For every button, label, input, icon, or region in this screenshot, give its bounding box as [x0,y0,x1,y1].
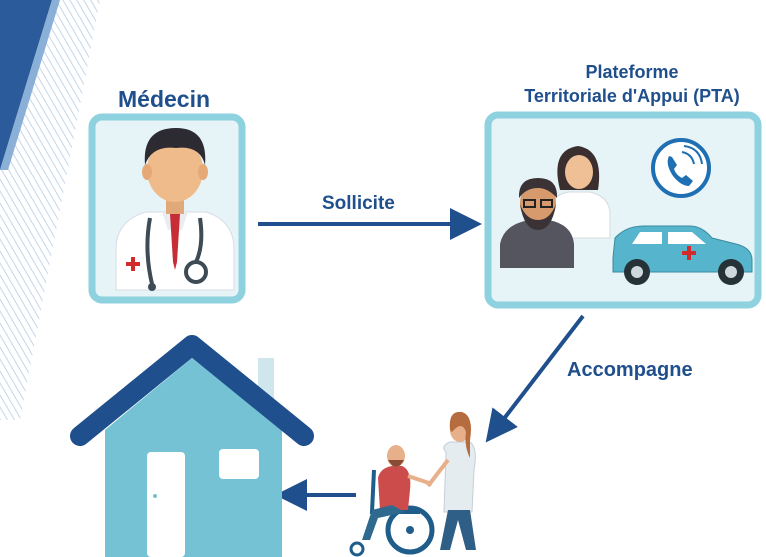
sollicite-label: Sollicite [322,193,395,214]
ambulance-car-icon [612,225,753,285]
pta-label-line1: Plateforme [585,62,679,82]
arrow-accompagne [485,314,585,443]
pta-label-line2: Territoriale d'Appui (PTA) [524,86,740,106]
doctor-icon [115,128,235,291]
left-stripe-decoration [0,0,100,420]
pta-label: Plateforme Territoriale d'Appui (PTA) [492,60,766,108]
wheelchair-patient-icon [349,445,435,557]
accompagne-label: Accompagne [567,359,693,381]
phone-icon [651,138,711,198]
house-icon [70,335,314,557]
caregiver-icon [426,411,476,550]
medecin-label: Médecin [118,86,211,112]
team-icon [500,146,611,268]
